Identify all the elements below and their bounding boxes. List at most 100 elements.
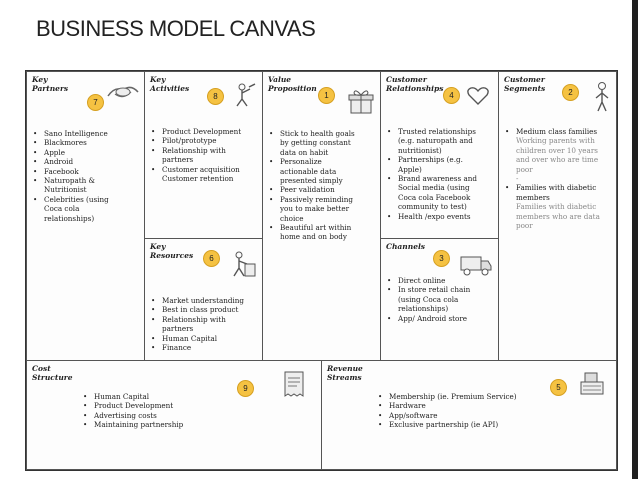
revenue-streams-list: Membership (ie. Premium Service)Hardware… — [378, 392, 613, 430]
right-edge-strip — [632, 0, 638, 479]
list-item: Product Development — [151, 127, 263, 137]
list-item: partners — [162, 155, 194, 165]
list-item: Exclusive partnership (ie API) — [378, 420, 613, 430]
list-item: members who are data — [516, 211, 600, 221]
list-item: Trusted relationships — [387, 127, 499, 137]
heading-line: Resources — [150, 251, 194, 260]
heading-line: Structure — [32, 373, 73, 382]
list-item: Personalize — [269, 157, 381, 167]
list-item: (e.g. naturopath and — [398, 136, 473, 146]
customer-relationships-step-badge: 4 — [443, 87, 460, 104]
list-item: partners — [162, 324, 194, 334]
cost-structure-list: Human CapitalProduct DevelopmentAdvertis… — [83, 392, 283, 430]
gift-icon — [348, 90, 374, 114]
list-item: Working parents with — [516, 136, 595, 146]
truck-icon — [460, 256, 492, 276]
customer-segments-step-badge: 2 — [562, 84, 579, 101]
list-item: Product Development — [83, 401, 283, 411]
list-item: relationships) — [44, 213, 95, 223]
page-title: BUSINESS MODEL CANVAS — [36, 16, 316, 41]
heading-line: Revenue — [327, 364, 363, 373]
list-item: Beautiful art within — [269, 223, 381, 233]
list-item: Membership (ie. Premium Service) — [378, 392, 613, 402]
heading-line: Partners — [32, 84, 69, 93]
list-item: poor — [516, 164, 533, 174]
heading-line: Cost — [32, 364, 51, 373]
list-item: Advertising costs — [83, 411, 283, 421]
list-item: Apple) — [398, 164, 422, 174]
heading-line: Segments — [504, 84, 546, 93]
list-item: Pilot/prototype — [151, 136, 263, 146]
key-activities-step-badge: 8 — [207, 88, 224, 105]
list-item: In store retail chain — [387, 285, 499, 295]
list-item: Coca cola — [44, 204, 80, 214]
list-item: App/software — [378, 411, 613, 421]
list-item: Stick to health goals — [269, 129, 381, 139]
list-item: Android — [33, 157, 145, 167]
list-item: Blackmores — [33, 138, 145, 148]
list-item: members — [516, 192, 550, 202]
list-item: presented simply — [280, 176, 343, 186]
channels-heading: Channels — [386, 242, 425, 251]
list-item: Finance — [151, 343, 263, 353]
list-item: Sano Intelligence — [33, 129, 145, 139]
list-item: (using Coca cola — [398, 294, 459, 304]
key-resources-list: Market understandingBest in class produc… — [151, 296, 263, 353]
list-item: home and on body — [280, 232, 347, 242]
list-item: by getting constant — [280, 138, 351, 148]
list-item: Customer acquisition — [151, 165, 263, 175]
list-item: Facebook — [33, 167, 145, 177]
heading-line: Relationships — [386, 84, 444, 93]
list-item: community to test) — [398, 202, 467, 212]
cash-register-icon — [580, 372, 604, 395]
heading-line: Streams — [327, 373, 362, 382]
channels-list: Direct onlineIn store retail chain(using… — [387, 276, 499, 323]
list-item: data on habit — [280, 147, 329, 157]
heading-line: Key — [150, 75, 166, 84]
key-activities-list: Product DevelopmentPilot/prototypeRelati… — [151, 127, 263, 183]
heading-line: Value — [268, 75, 292, 84]
key-partners-list: Sano IntelligenceBlackmoresAppleAndroidF… — [33, 129, 145, 223]
worker-icon — [236, 83, 256, 107]
list-item: Health /expo events — [387, 212, 499, 222]
list-item: Maintaining partnership — [83, 420, 283, 430]
heading-line: Proposition — [268, 84, 317, 93]
channels-step-badge: 3 — [433, 250, 450, 267]
handshake-icon — [107, 86, 139, 98]
list-item: Direct online — [387, 276, 499, 286]
list-item: Market understanding — [151, 296, 263, 306]
list-item: and over who are time — [516, 155, 599, 165]
list-item: - — [516, 174, 519, 184]
list-item: Coca cola Facebook — [398, 192, 471, 202]
key-partners-step-badge: 7 — [87, 94, 104, 111]
list-item: Peer validation — [269, 185, 381, 195]
heading-line: Key — [32, 75, 48, 84]
list-item: Best in class product — [151, 305, 263, 315]
worker-resources-icon — [233, 251, 256, 277]
heading-line: Customer — [504, 75, 545, 84]
heading-line: Customer — [386, 75, 427, 84]
list-item: Social media (using — [398, 183, 470, 193]
list-item: App/ Android store — [387, 314, 499, 324]
list-item: you to make better — [280, 204, 350, 214]
list-item: Nutritionist — [44, 185, 87, 195]
heading-line: Activities — [150, 84, 190, 93]
list-item: children over 10 years — [516, 145, 598, 155]
heading-line: Channels — [386, 242, 426, 251]
value-proposition-step-badge: 1 — [318, 87, 335, 104]
